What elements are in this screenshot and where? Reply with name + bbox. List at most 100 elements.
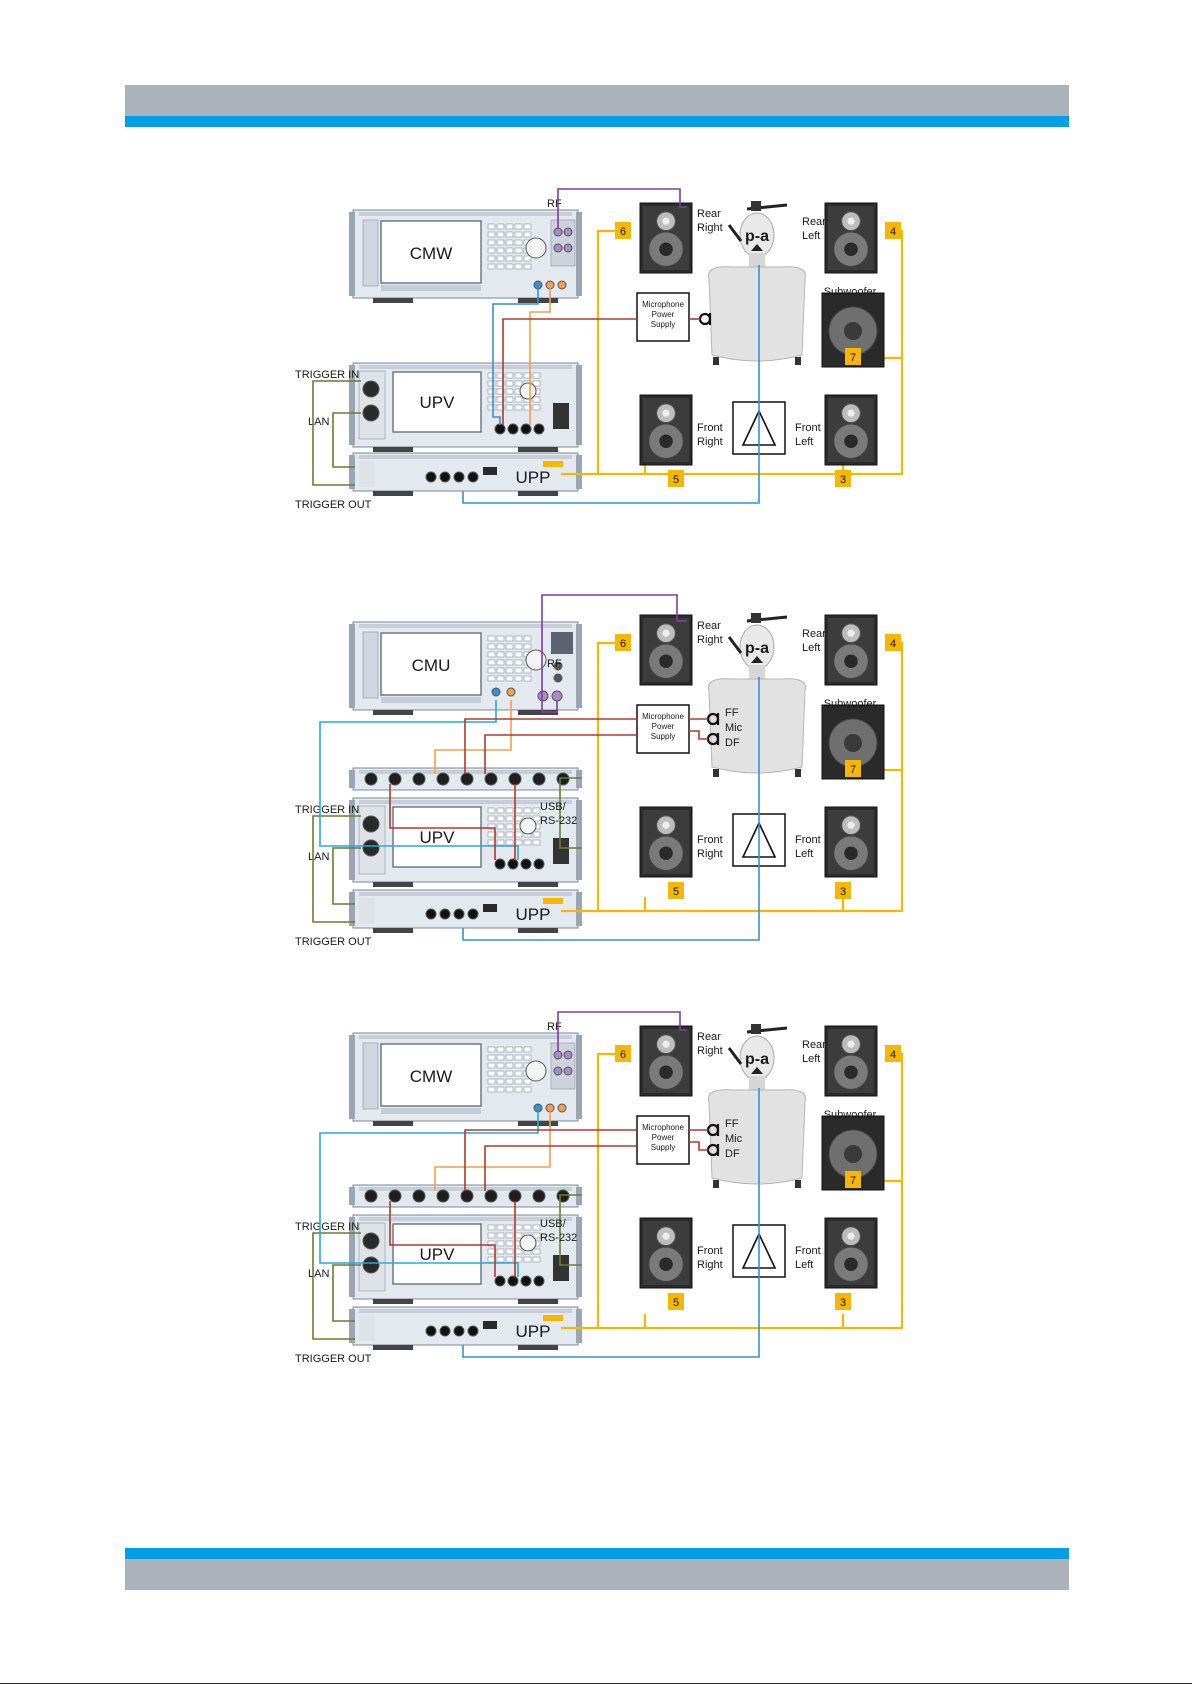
mic-supply-label-2: Power bbox=[652, 310, 675, 319]
rf-label: RF bbox=[547, 658, 562, 670]
footer-blue-band bbox=[125, 1548, 1069, 1559]
amplifier-instrument-handle-right bbox=[576, 1309, 582, 1343]
analyzer-keypad-key bbox=[532, 831, 541, 838]
generator-keypad-key bbox=[514, 651, 523, 658]
hats-mannequin-foot-right bbox=[795, 357, 801, 365]
analyzer-input-jack bbox=[520, 1275, 532, 1287]
analyzer-keypad-key bbox=[514, 396, 523, 403]
generator-keypad-key bbox=[523, 1046, 532, 1053]
analyzer-keypad-key bbox=[532, 1256, 541, 1263]
amplifier-foot-left bbox=[373, 928, 413, 933]
analyzer-keypad-key bbox=[487, 1256, 496, 1263]
audio-interface-xlr-jack bbox=[364, 1189, 378, 1203]
analyzer-label: UPV bbox=[420, 828, 456, 847]
channel-badge-subwoofer-text: 7 bbox=[850, 764, 856, 776]
mic-df-to-interface-cable bbox=[484, 1145, 637, 1191]
generator-keypad-key bbox=[487, 659, 496, 666]
generator-screen-keys bbox=[381, 1108, 481, 1114]
analyzer-keypad-key bbox=[496, 823, 505, 830]
audio-interface-xlr-jack bbox=[388, 772, 402, 786]
hats-mannequin-mic-clamp bbox=[751, 201, 761, 211]
generator-keypad-key bbox=[514, 667, 523, 674]
generator-keypad-key bbox=[505, 239, 514, 246]
generator-rf-port-1 bbox=[553, 1050, 563, 1060]
analyzer-keypad-key bbox=[532, 380, 541, 387]
channel-badge-subwoofer-text: 7 bbox=[850, 1175, 856, 1187]
generator-rotary-knob bbox=[525, 237, 547, 259]
amplifier-instrument: UPP bbox=[349, 889, 582, 933]
generator-keypad-key bbox=[487, 1062, 496, 1069]
generator-keypad-key bbox=[496, 247, 505, 254]
analyzer-keypad-key bbox=[505, 807, 514, 814]
channel-badge-rear-left-bg bbox=[885, 1045, 901, 1062]
generator-instrument-handle-right bbox=[576, 212, 582, 296]
channel-badge-front-right-text: 5 bbox=[673, 474, 679, 486]
trigger-out-label: TRIGGER OUT bbox=[295, 499, 372, 511]
generator-rf-port-2 bbox=[563, 227, 573, 237]
audio-interface-xlr-jack bbox=[436, 1189, 450, 1203]
generator-keypad-key bbox=[523, 1086, 532, 1093]
rear-right-label-1: Rear bbox=[697, 1031, 721, 1043]
analyzer-keypad-key bbox=[505, 831, 514, 838]
generator-keypad-key bbox=[487, 643, 496, 650]
analyzer-keypad-key bbox=[487, 807, 496, 814]
generator-keypad-key bbox=[496, 675, 505, 682]
analyzer-keypad-key bbox=[487, 1248, 496, 1255]
rf-cable bbox=[557, 188, 687, 228]
amplifier-instrument-handle-right bbox=[576, 892, 582, 926]
generator-instrument-top-strip bbox=[359, 624, 572, 628]
generator-keypad-key bbox=[487, 255, 496, 262]
amplifier-left-panel bbox=[359, 898, 375, 924]
hats-mannequin-mouth-glyph bbox=[751, 656, 763, 663]
generator-keypad-key bbox=[523, 223, 532, 230]
generator-rotary-knob bbox=[525, 649, 547, 671]
amplifier-instrument-handle-left bbox=[349, 1309, 355, 1343]
front-left-label-1: Front bbox=[795, 1245, 821, 1257]
generator-keypad-key bbox=[496, 223, 505, 230]
audio-interface-xlr-jack bbox=[436, 772, 450, 786]
amplifier-connector bbox=[483, 904, 497, 912]
hats-mannequin-foot-right bbox=[795, 769, 801, 777]
rear-left-label-1: Rear bbox=[802, 628, 826, 640]
analyzer-keypad-key bbox=[487, 372, 496, 379]
hats-mannequin-handset-arm bbox=[727, 1047, 743, 1065]
speaker-front-right-woofer-cap bbox=[659, 846, 673, 860]
audio-interface-xlr-jack bbox=[556, 772, 570, 786]
generator-keypad-key bbox=[496, 1046, 505, 1053]
generator-keypad-key bbox=[523, 263, 532, 270]
hats-mannequin-torso bbox=[707, 678, 807, 774]
interface-to-analyzer-cable bbox=[389, 1201, 496, 1277]
channel-badge-rear-right-text: 6 bbox=[620, 226, 626, 238]
generator-keypad-key bbox=[514, 223, 523, 230]
analyzer-instrument-top-strip bbox=[359, 800, 572, 804]
generator-foot-left bbox=[373, 298, 413, 303]
generator-instrument: CMW bbox=[349, 209, 582, 303]
speaker-front-right-tweeter-dome bbox=[662, 821, 670, 829]
analyzer-keypad-key bbox=[514, 1248, 523, 1255]
amplifier-label: UPP bbox=[516, 905, 551, 924]
channel-badge-front-right: 5 bbox=[668, 882, 684, 899]
analyzer-side-slot bbox=[553, 1255, 569, 1281]
generator-keypad-key bbox=[496, 643, 505, 650]
subwoofer-cap bbox=[844, 734, 862, 752]
generator-rf-panel bbox=[550, 1042, 576, 1090]
amplifier-connector bbox=[483, 467, 497, 475]
channel-badge-rear-right-bg bbox=[615, 634, 631, 651]
analyzer-input-jack bbox=[494, 423, 506, 435]
channel-badge-front-right-bg bbox=[668, 882, 684, 899]
generator-connector-a bbox=[553, 661, 563, 671]
mic-supply-label-1: Microphone bbox=[642, 1123, 684, 1132]
hats-mannequin: p-a bbox=[707, 1024, 807, 1188]
generator-instrument-handle-left bbox=[349, 1035, 355, 1119]
amplifier-output-plug bbox=[543, 898, 563, 904]
generator-keypad-key bbox=[496, 659, 505, 666]
front-left-label-1: Front bbox=[795, 422, 821, 434]
lan-label: LAN bbox=[308, 416, 329, 428]
amplifier-output-jack bbox=[439, 1325, 451, 1337]
analyzer-rotary-knob bbox=[519, 382, 537, 400]
channel-badge-front-right: 5 bbox=[668, 470, 684, 487]
generator-screen bbox=[380, 220, 482, 284]
analyzer-keypad-key bbox=[496, 404, 505, 411]
